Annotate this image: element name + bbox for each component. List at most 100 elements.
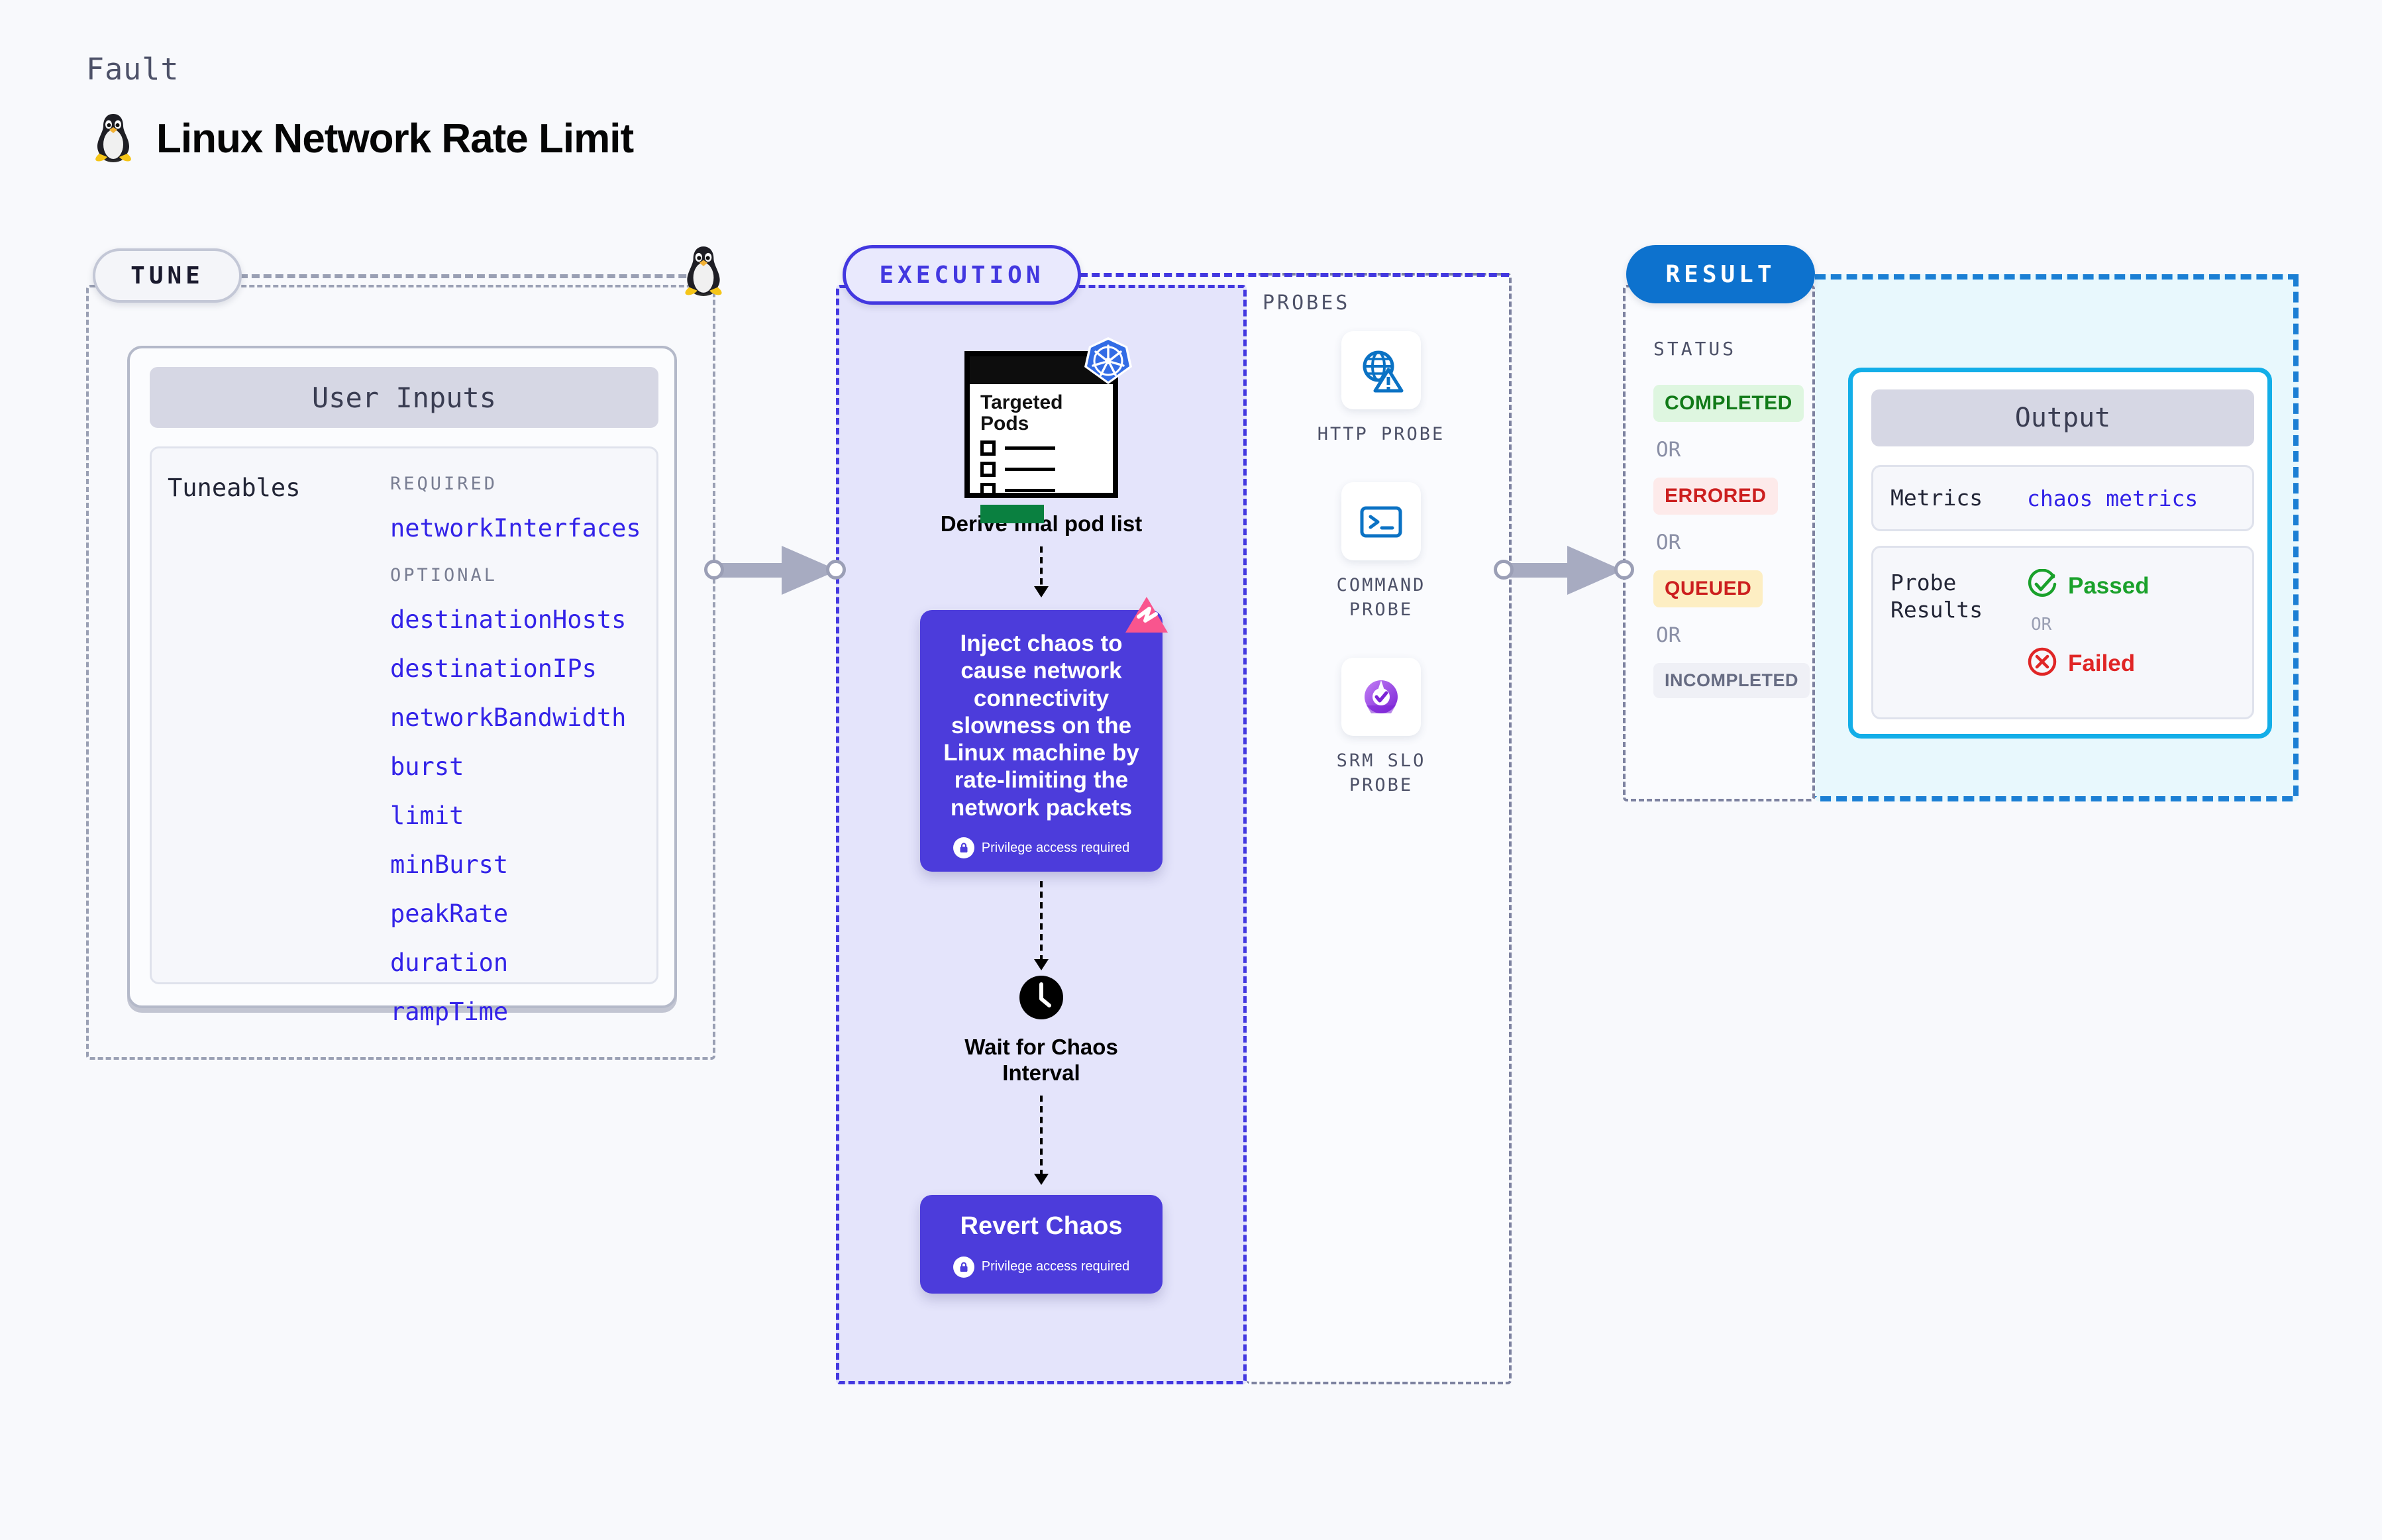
execution-pill[interactable]: EXECUTION — [843, 245, 1081, 305]
privilege-note-row: Privilege access required — [936, 837, 1147, 859]
terminal-icon — [1341, 482, 1421, 561]
tuneable-burst[interactable]: burst — [390, 752, 464, 781]
checkbox-icon — [980, 440, 996, 456]
probe-or-label: OR — [2031, 615, 2052, 635]
status-or-1: OR — [1656, 438, 1681, 462]
pods-row — [980, 483, 1113, 498]
execution-to-result-arrow — [1498, 538, 1631, 607]
tuneables-list: REQUIRED networkInterfaces OPTIONAL dest… — [390, 474, 656, 1026]
tuneable-peakrate[interactable]: peakRate — [390, 899, 509, 928]
pods-checkbox-rows — [970, 434, 1113, 498]
page-header: Linux Network Rate Limit — [93, 111, 634, 166]
inject-chaos-card[interactable]: Inject chaos to cause network connectivi… — [920, 596, 1168, 872]
revert-chaos-label: Revert Chaos — [960, 1211, 1123, 1240]
check-circle-icon — [2027, 568, 2057, 603]
tuneables-group-required-label: REQUIRED — [390, 474, 498, 494]
pods-card-title: Targeted Pods — [980, 391, 1063, 435]
tune-to-execution-arrow — [709, 538, 848, 607]
flow-arrow-1 — [1034, 546, 1049, 597]
clock-icon — [1017, 974, 1065, 1021]
status-or-3: OR — [1656, 623, 1681, 647]
tune-section — [86, 285, 715, 1060]
probes-section — [1247, 273, 1512, 1384]
tuneable-duration[interactable]: duration — [390, 949, 509, 977]
checkbox-icon — [980, 462, 996, 477]
result-section — [1623, 285, 1815, 801]
output-title: Output — [1871, 389, 2254, 446]
page-title: Linux Network Rate Limit — [156, 116, 634, 162]
tune-connector-node-left — [704, 560, 724, 580]
status-or-2: OR — [1656, 531, 1681, 554]
slo-gauge-icon — [1341, 658, 1421, 737]
revert-chaos-card[interactable]: Revert Chaos Privilege access required — [920, 1194, 1163, 1294]
pods-row — [980, 462, 1113, 477]
probe-passed-row: Passed — [2027, 568, 2149, 603]
x-circle-icon — [2027, 646, 2057, 680]
pods-line — [1005, 489, 1055, 492]
inject-chaos-text: Inject chaos to cause network connectivi… — [943, 630, 1139, 821]
status-badge-queued: QUEUED — [1653, 570, 1763, 607]
privilege-note-text: Privilege access required — [981, 840, 1130, 855]
tuneables-label: Tuneables — [168, 474, 301, 502]
output-metrics-row: Metrics chaos metrics — [1871, 465, 2254, 531]
lock-icon — [953, 837, 974, 859]
kubernetes-icon — [1082, 335, 1134, 387]
execution-connector-node-left — [1494, 560, 1514, 580]
tune-pill[interactable]: TUNE — [93, 248, 242, 303]
tuneable-networkbandwidth[interactable]: networkBandwidth — [390, 703, 627, 732]
privilege-note-row: Privilege access required — [936, 1256, 1147, 1278]
flow-arrow-3 — [1034, 1095, 1049, 1185]
tuneables-panel: Tuneables REQUIRED networkInterfaces OPT… — [150, 446, 658, 1026]
pods-line — [1005, 468, 1055, 471]
status-badge-errored: ERRORED — [1653, 478, 1778, 515]
probe-passed-label: Passed — [2068, 572, 2149, 599]
execution-dashed-connector — [1080, 273, 1509, 277]
tune-dashed-connector — [240, 274, 710, 278]
tuneables-group-optional-label: OPTIONAL — [390, 565, 498, 586]
targeted-pods-card: Targeted Pods — [964, 337, 1132, 523]
pods-row — [980, 440, 1113, 456]
output-probe-values: Passed OR Failed — [2027, 568, 2149, 717]
status-column: STATUS COMPLETED OR ERRORED OR QUEUED OR… — [1653, 338, 1819, 698]
output-metrics-value[interactable]: chaos metrics — [2027, 485, 2199, 511]
tuneable-destinationhosts[interactable]: destinationHosts — [390, 605, 627, 634]
probe-failed-row: Failed — [2027, 646, 2149, 680]
tune-connector-node-right — [826, 560, 846, 580]
output-metrics-key: Metrics — [1890, 485, 1983, 511]
probe-failed-label: Failed — [2068, 650, 2136, 676]
checkbox-icon — [980, 483, 996, 498]
tuneable-limit[interactable]: limit — [390, 801, 464, 830]
probe-http[interactable]: HTTP PROBE — [1318, 331, 1445, 446]
linux-penguin-icon — [682, 244, 725, 300]
status-badge-incompleted: INCOMPLETED — [1653, 663, 1810, 698]
lock-icon — [953, 1256, 974, 1278]
linux-penguin-icon — [93, 111, 134, 166]
flow-arrow-2 — [1034, 881, 1049, 971]
pods-line — [1005, 446, 1055, 450]
globe-warning-icon — [1341, 331, 1421, 409]
execution-connector-node-right — [1614, 560, 1634, 580]
tuneable-destinationips[interactable]: destinationIPs — [390, 654, 597, 683]
tuneable-minburst[interactable]: minBurst — [390, 850, 509, 879]
user-inputs-title: User Inputs — [150, 367, 658, 428]
user-inputs-card: User Inputs Tuneables REQUIRED networkIn… — [127, 346, 677, 1026]
probes-label: PROBES — [1263, 291, 1351, 315]
privilege-note-text: Privilege access required — [981, 1259, 1130, 1274]
tuneable-ramptime[interactable]: rampTime — [390, 998, 509, 1026]
status-heading: STATUS — [1653, 338, 1737, 360]
tuneable-networkinterfaces[interactable]: networkInterfaces — [390, 514, 641, 542]
execution-flow: Targeted Pods — [836, 285, 1247, 1384]
result-pill[interactable]: RESULT — [1626, 245, 1815, 303]
pods-progress-bar — [980, 505, 1044, 523]
result-dashed-connector — [1815, 274, 2299, 280]
